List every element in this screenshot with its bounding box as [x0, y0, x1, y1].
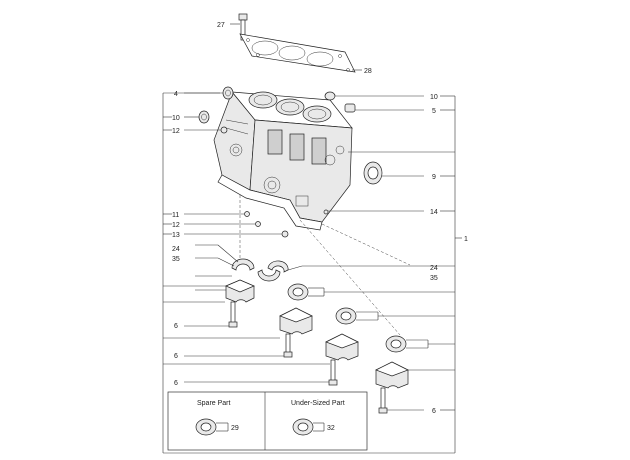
callout-32: 32 [327, 425, 335, 432]
callout-11: 11 [172, 212, 179, 219]
cylinder-block-part [213, 91, 353, 231]
bearing-shell-right [267, 260, 455, 273]
callout-9: 9 [432, 174, 436, 181]
plug-part-12-top [184, 126, 228, 134]
undersized-part-caption: Under-Sized Part [291, 400, 345, 407]
inset-box [167, 391, 368, 451]
callout-4: 4 [174, 91, 178, 98]
undersized-part-bearing-icon [292, 418, 325, 436]
callout-6-b: 6 [174, 353, 178, 360]
callout-12-low: 12 [172, 222, 180, 229]
head-gasket-part [239, 33, 362, 73]
callout-5: 5 [432, 108, 436, 115]
spare-part-caption: Spare Part [197, 400, 231, 407]
callout-labels: 27 28 4 10 12 11 12 13 24 35 6 6 6 10 5 … [172, 22, 468, 432]
callout-27: 27 [217, 22, 225, 29]
oil-seal-part-9 [363, 161, 424, 185]
bearing-cap-1 [225, 279, 255, 328]
callout-24-left: 24 [172, 246, 180, 253]
callout-35-right: 35 [430, 275, 438, 282]
plug-part-4 [222, 86, 234, 100]
callout-6-c: 6 [174, 380, 178, 387]
callout-35-left: 35 [172, 256, 180, 263]
bearing-cap-2 [279, 283, 455, 358]
callout-29: 29 [231, 425, 239, 432]
left-leaders [163, 92, 330, 365]
callout-13: 13 [172, 232, 180, 239]
callout-24-right: 24 [430, 265, 438, 272]
plug-part-10-right [324, 91, 424, 101]
callout-6-d: 6 [432, 408, 436, 415]
head-bolt-part [230, 13, 248, 41]
callout-10-left: 10 [172, 115, 180, 122]
callout-12-top: 12 [172, 128, 180, 135]
callout-10-right: 10 [430, 94, 438, 101]
frame-lines [162, 92, 462, 454]
callout-1: 1 [464, 236, 468, 243]
callout-14: 14 [430, 209, 438, 216]
plug-part-10-left [184, 110, 210, 124]
callout-28: 28 [364, 68, 372, 75]
spare-part-bearing-icon [195, 418, 229, 436]
dowel-part-5 [344, 103, 424, 113]
bolt-leaders-6 [184, 325, 455, 411]
small-plugs-11-12-13 [184, 211, 289, 238]
callout-6-a: 6 [174, 323, 178, 330]
bearing-cap-4 [375, 335, 455, 414]
bearing-cap-3 [325, 307, 455, 386]
leader-14 [323, 209, 424, 215]
